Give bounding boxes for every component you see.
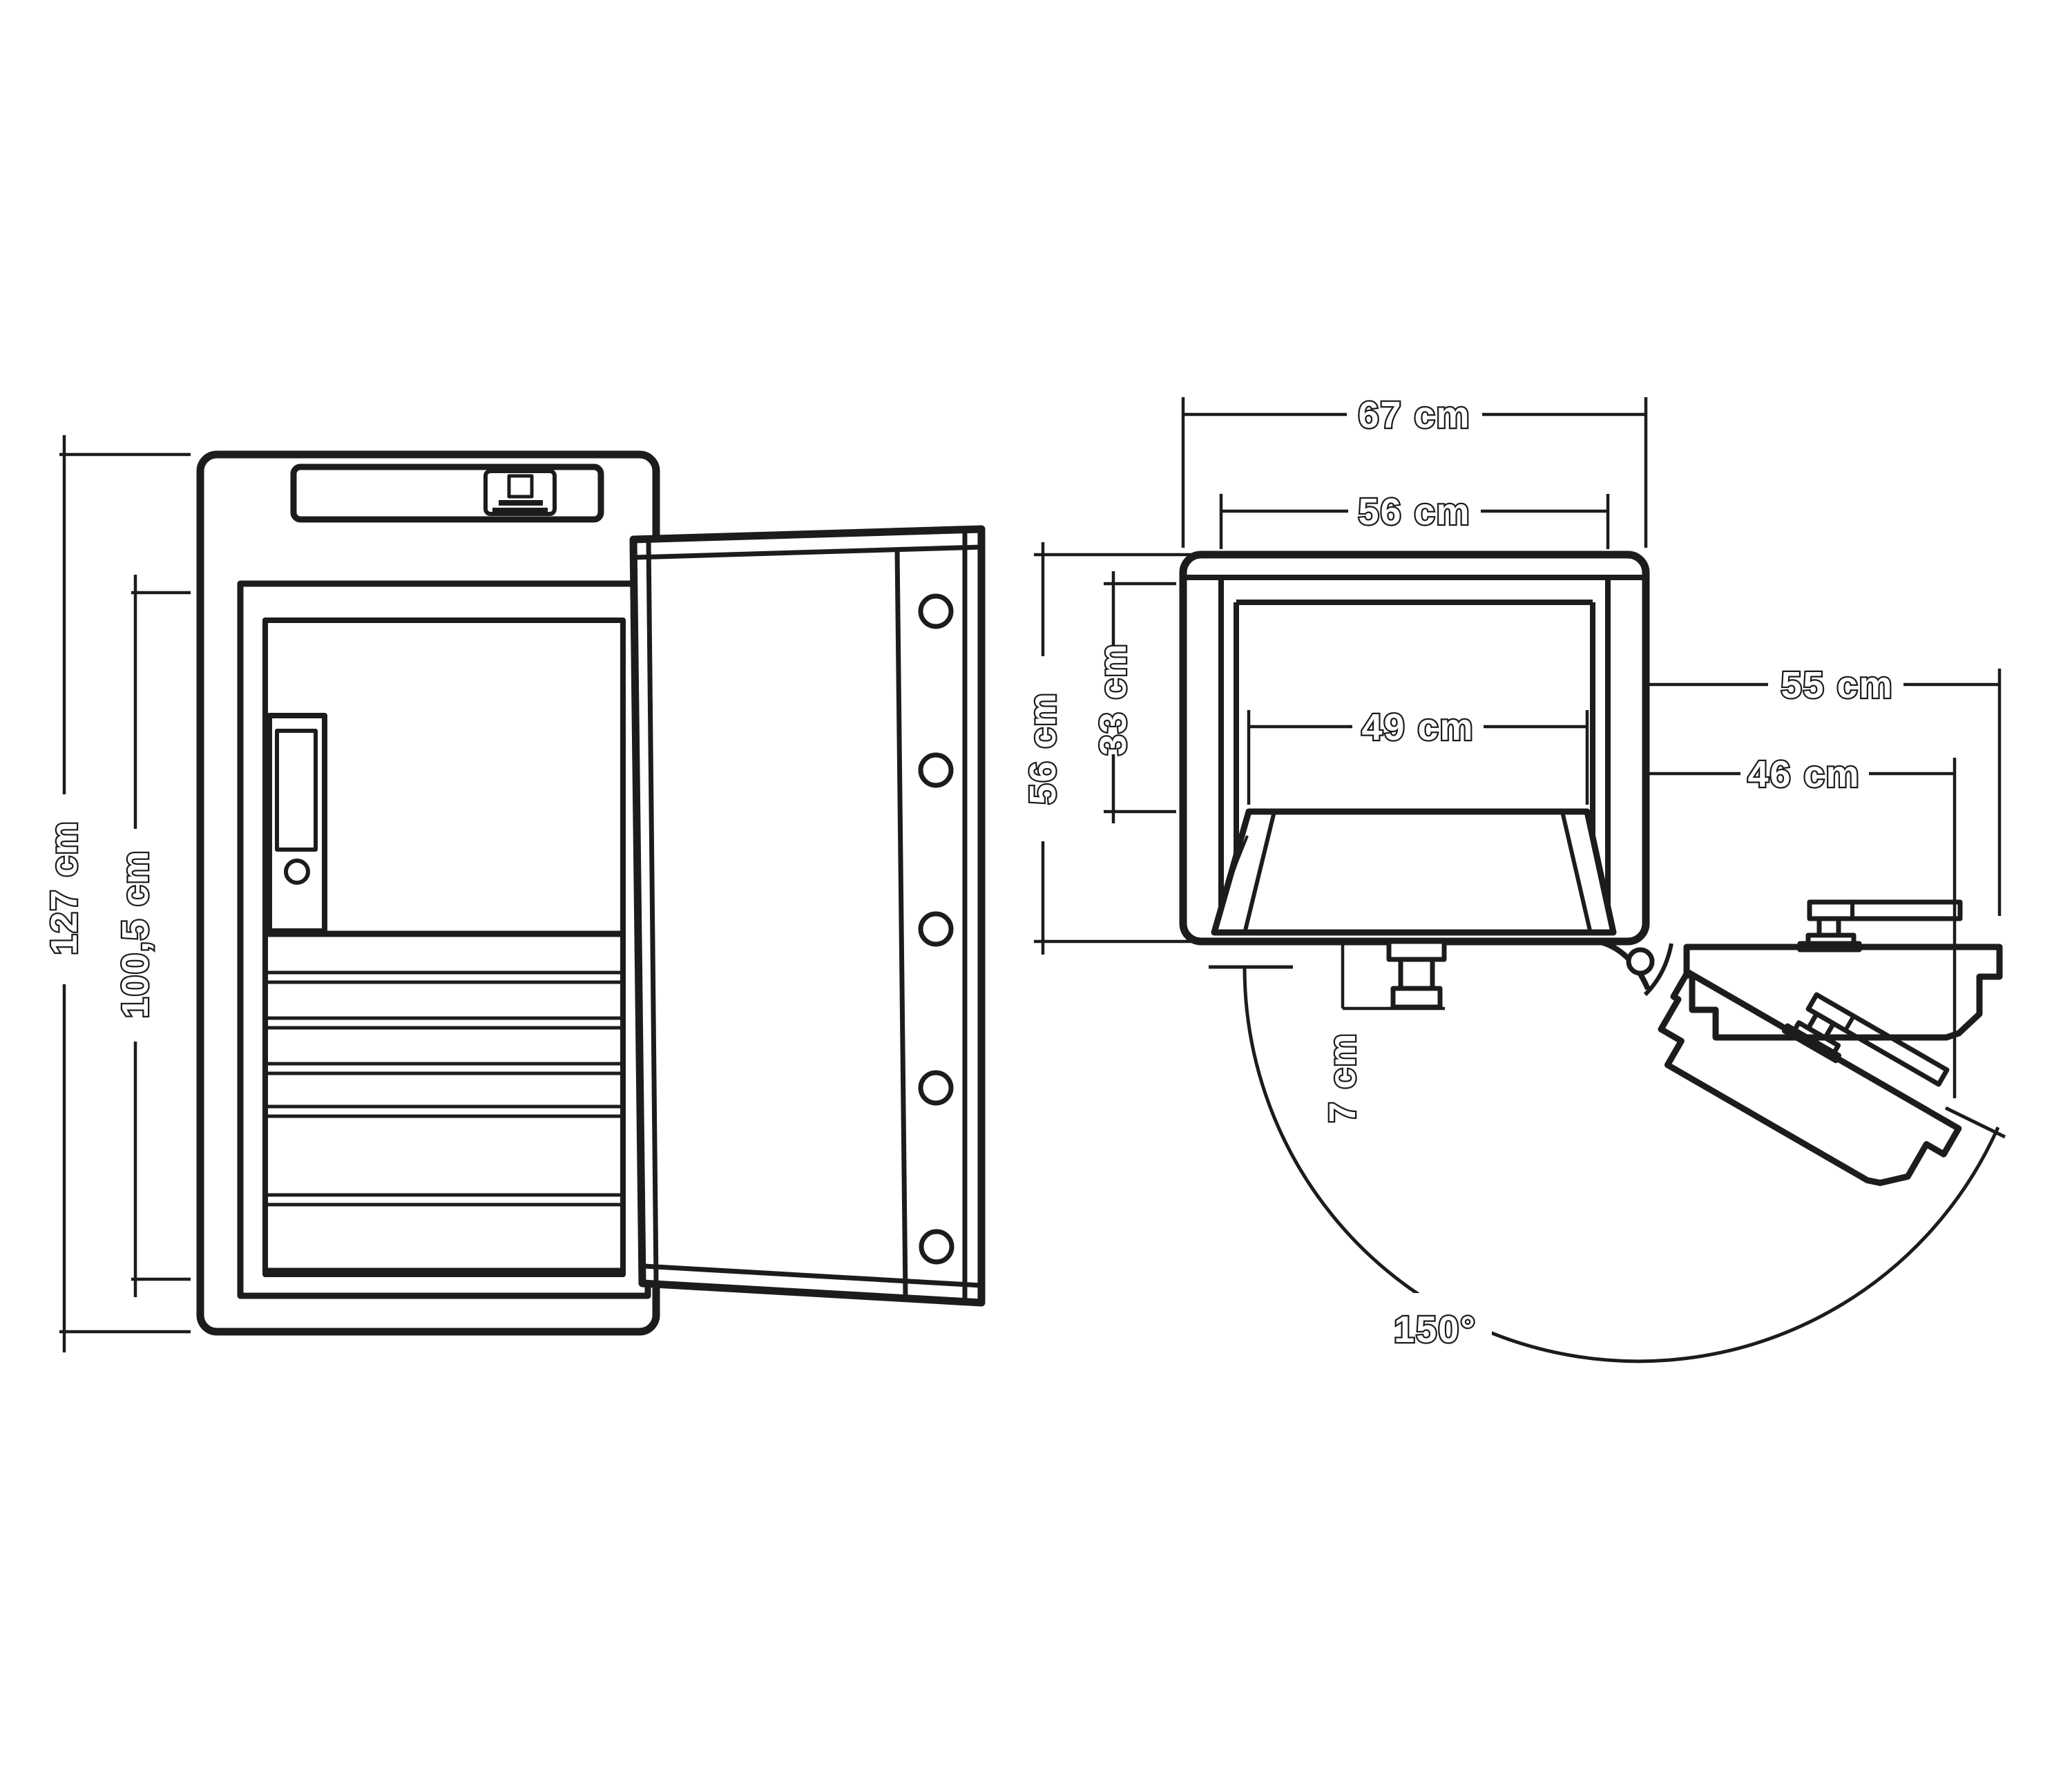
dim-label-interior-height: 100,5 cm xyxy=(115,850,156,1018)
door-frame xyxy=(237,580,651,1299)
interior-liner xyxy=(262,618,626,1277)
door-swing-arc: 150° xyxy=(1209,965,2006,1363)
keypad-icon xyxy=(483,469,557,516)
dim-label-plinth-height: 7 cm xyxy=(1322,1032,1363,1122)
dim-label-interior-width: 56 cm xyxy=(1358,491,1470,533)
dimension-plinth-height: 7 cm xyxy=(1321,941,1445,1124)
binder-hole xyxy=(284,859,310,885)
interior-shelves xyxy=(265,930,623,1207)
dim-label-overall-depth: 56 cm xyxy=(1022,691,1064,804)
plinth-foot xyxy=(1386,939,1447,1010)
dimension-interior-depth: 33 cm xyxy=(1091,571,1176,823)
pullout-drawer xyxy=(1211,808,1617,936)
keypad-panel xyxy=(290,463,604,523)
dim-label-overall-width: 67 cm xyxy=(1358,394,1470,436)
dim-label-door-projection: 46 cm xyxy=(1747,754,1860,795)
dimension-interior-width: 56 cm xyxy=(1219,490,1610,549)
open-door xyxy=(629,525,986,1307)
dimension-door-projection: 46 cm xyxy=(1647,752,1957,1098)
document-binder xyxy=(267,713,327,934)
dim-label-door-swing-clearance: 55 cm xyxy=(1781,664,1893,706)
door-open-flat xyxy=(1683,899,2003,1041)
dimension-interior-height: 100,5 cm xyxy=(113,575,191,1297)
door-hinge xyxy=(1600,939,1673,997)
door-outline xyxy=(629,525,986,1307)
dimension-door-swing-clearance: 55 cm xyxy=(1647,663,2002,916)
dim-label-interior-depth: 33 cm xyxy=(1093,642,1134,755)
front-view: 127 cm 100,5 cm xyxy=(42,435,986,1352)
dimension-drawer-width: 49 cm xyxy=(1247,705,1589,805)
dimension-overall-height: 127 cm xyxy=(42,435,191,1352)
dimension-overall-width: 67 cm xyxy=(1181,393,1648,548)
dim-label-drawer-width: 49 cm xyxy=(1361,707,1474,748)
top-view: 67 cm 56 cm 56 cm 33 cm xyxy=(1021,393,2006,1363)
door-handle xyxy=(1797,899,1963,952)
door-open-150 xyxy=(1642,933,1981,1207)
locking-bolts xyxy=(918,593,955,1265)
dimension-overall-depth: 56 cm xyxy=(1021,542,1196,955)
dim-label-overall-height: 127 cm xyxy=(44,820,85,955)
dim-label-door-opening-angle: 150° xyxy=(1394,1309,1477,1350)
